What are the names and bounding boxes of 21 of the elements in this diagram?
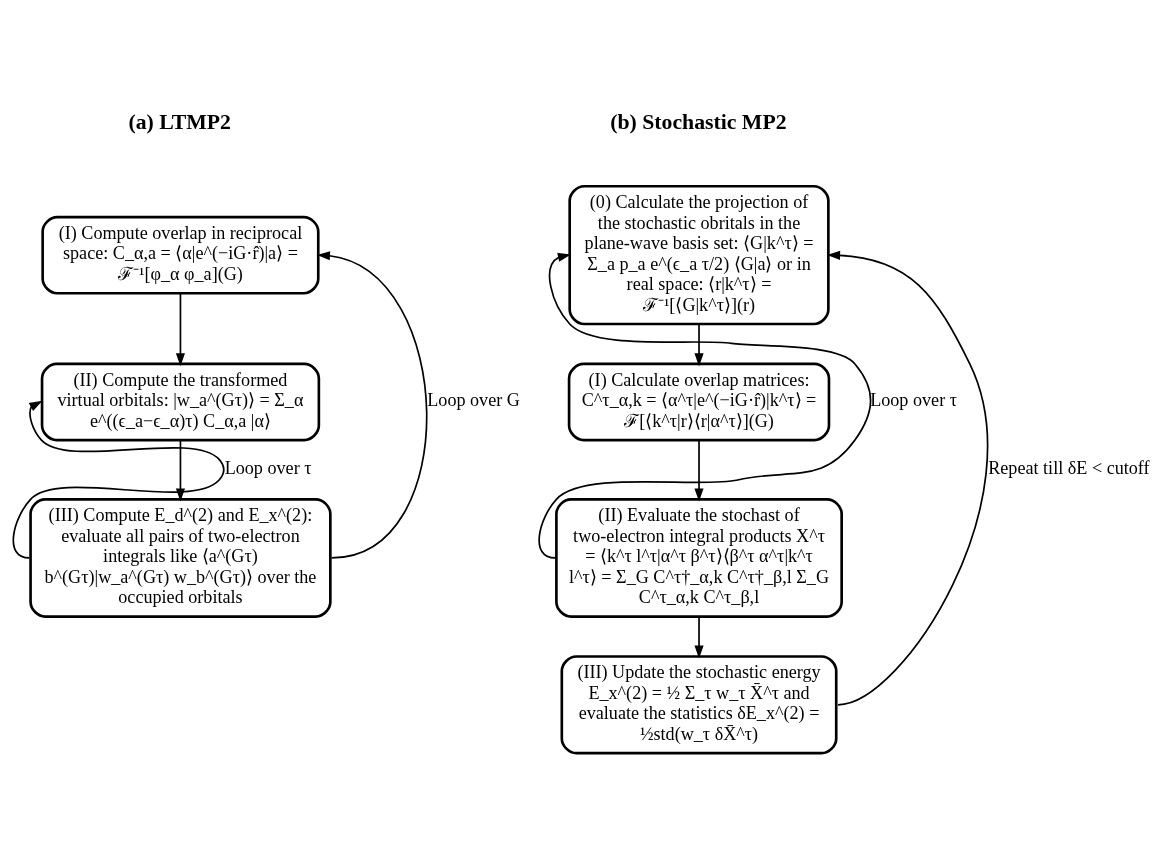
node-box: (0) Calculate the projection of the stochastic obritals in the plane-wave basis set: ⟨G|k^τ⟩ = Σ_a p_a e^(ϵ_a τ/2) ⟨G|a⟩ or in real space: ⟨r|k^τ⟩ = ℱ⁻¹[⟨G|k^τ⟩](r) [568,184,830,325]
arrow [827,250,989,706]
edge-label: Loop over τ [870,389,957,410]
node-box: (II) Evaluate the stochast of two-electron integral products X^τ = ⟨k^τ l^τ|α^τ β^τ⟩⟨β^τ α^τ|k^τ l^τ⟩ = Σ_G C^τ†_α,k C^τ†_β,l Σ_G C^τ_α,k C^τ_β,l [555,497,843,618]
arrow [12,400,225,559]
edge-label: Loop over τ [224,457,312,478]
node-box: (I) Compute overlap in reciprocal space: C_α,a = ⟨α|e^(−iG·r̂)|a⟩ = ℱ⁻¹[φ_α φ_a](G) [41,215,320,295]
node-box: (II) Compute the transformed virtual orbitals: |w_a^(Gτ)⟩ = Σ_α e^((ϵ_a−ϵ_α)τ) C_α,a |α⟩ [40,362,321,441]
edge-label: Repeat till δE < cutoff [988,457,1150,478]
node-box: (III) Compute E_d^(2) and E_x^(2): evaluate all pairs of two-electron integrals like ⟨a^(Gτ) b^(Gτ)|w_a^(Gτ) w_b^(Gτ)⟩ over the occupied orbitals [29,497,332,618]
arrow [694,615,704,659]
arrow [316,250,428,559]
node-box: (III) Update the stochastic energy E_x^(2) = ½ Σ_τ w_τ X̄^τ and evaluate the statistics δE_x^(2) = ½std(w_τ δX̄^τ) [560,654,838,754]
arrow [175,292,186,366]
label: (a) LTMP2 [128,109,231,134]
node-box: (I) Calculate overlap matrices: C^τ_α,k = ⟨α^τ|e^(−iG·r̂)|k^τ⟩ = ℱ[⟨k^τ|r⟩⟨r|α^τ⟩](G) [567,362,831,441]
label: (b) Stochastic MP2 [610,109,787,134]
arrow [694,323,704,366]
arrow [538,252,872,559]
arrow [694,439,704,501]
edge-label: Loop over G [427,389,520,410]
